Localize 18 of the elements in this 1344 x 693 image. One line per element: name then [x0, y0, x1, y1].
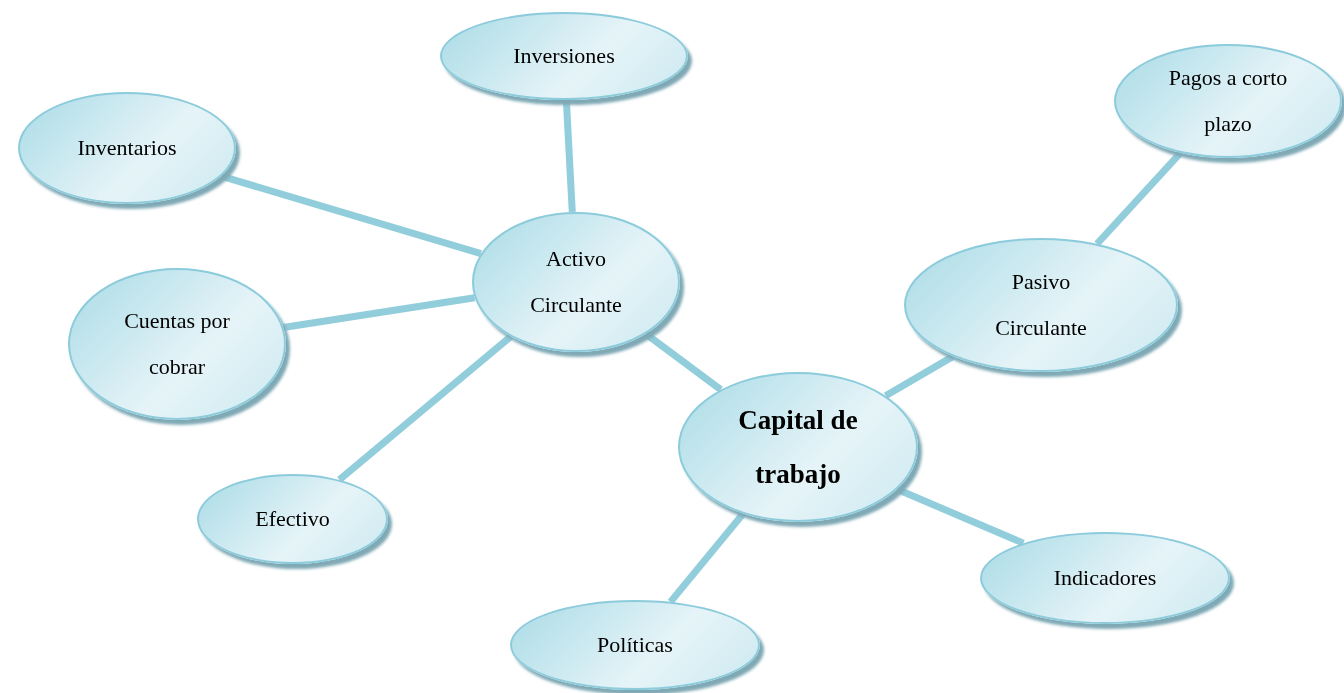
connector-line	[337, 333, 514, 483]
node-label: Políticas	[596, 631, 674, 659]
node-label: Pasivo Circulante	[994, 268, 1088, 342]
node-label: Cuentas por cobrar	[123, 307, 231, 381]
node-label: Inversiones	[512, 42, 616, 70]
connector-line	[883, 353, 955, 399]
connector-line	[562, 99, 576, 213]
node-label: Inventarios	[76, 134, 178, 162]
connector-line	[643, 331, 723, 393]
node-label: Capital de trabajo	[737, 404, 859, 491]
node-label: Activo Circulante	[529, 245, 623, 319]
node-label: Pagos a corto plazo	[1167, 64, 1289, 138]
connector-line	[1094, 150, 1184, 247]
connector-line	[895, 486, 1025, 547]
node-label: Indicadores	[1052, 564, 1158, 592]
connector-line	[220, 172, 482, 257]
connector-line	[282, 294, 476, 331]
node-label: Efectivo	[254, 505, 331, 533]
